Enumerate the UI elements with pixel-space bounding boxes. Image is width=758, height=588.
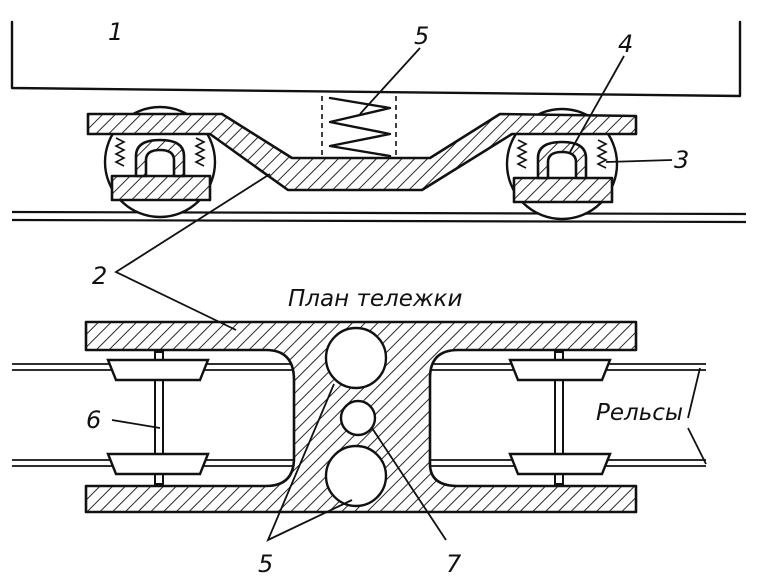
- car-body: [10, 20, 742, 98]
- leader-rails: [687, 367, 707, 465]
- right-axlebox: [512, 139, 614, 204]
- leader-6: [111, 419, 161, 429]
- plan-view: 2 План тележки 6 Рельсы 5 7: [12, 173, 707, 578]
- label-5-bottom: 5: [258, 550, 273, 578]
- rail-side-bottom: [11, 218, 747, 224]
- pivot: [339, 399, 377, 437]
- left-axlebox: [110, 137, 212, 202]
- leader-4: [569, 55, 625, 153]
- label-rails: Рельсы: [596, 400, 683, 426]
- bogie-frame-side: [86, 112, 638, 192]
- right-wheelset: [508, 351, 612, 485]
- leader-7: [371, 427, 447, 541]
- plan-title: План тележки: [288, 286, 462, 312]
- spring-plan-bottom: [324, 444, 388, 508]
- label-5-top: 5: [414, 22, 429, 50]
- label-4: 4: [618, 30, 633, 58]
- side-view: 1 5 4 3: [10, 18, 747, 224]
- label-3: 3: [674, 146, 689, 174]
- label-7: 7: [446, 550, 462, 578]
- spring-plan-top: [324, 326, 388, 390]
- label-1: 1: [108, 18, 123, 46]
- leader-5-top: [359, 47, 421, 115]
- leader-5-bottom: [266, 383, 353, 542]
- label-6: 6: [86, 406, 101, 434]
- rail-side-top: [11, 210, 747, 216]
- leader-2: [114, 173, 271, 331]
- label-2: 2: [92, 262, 107, 290]
- leader-3: [605, 159, 673, 163]
- center-spring: [321, 96, 397, 158]
- left-wheelset: [106, 351, 210, 485]
